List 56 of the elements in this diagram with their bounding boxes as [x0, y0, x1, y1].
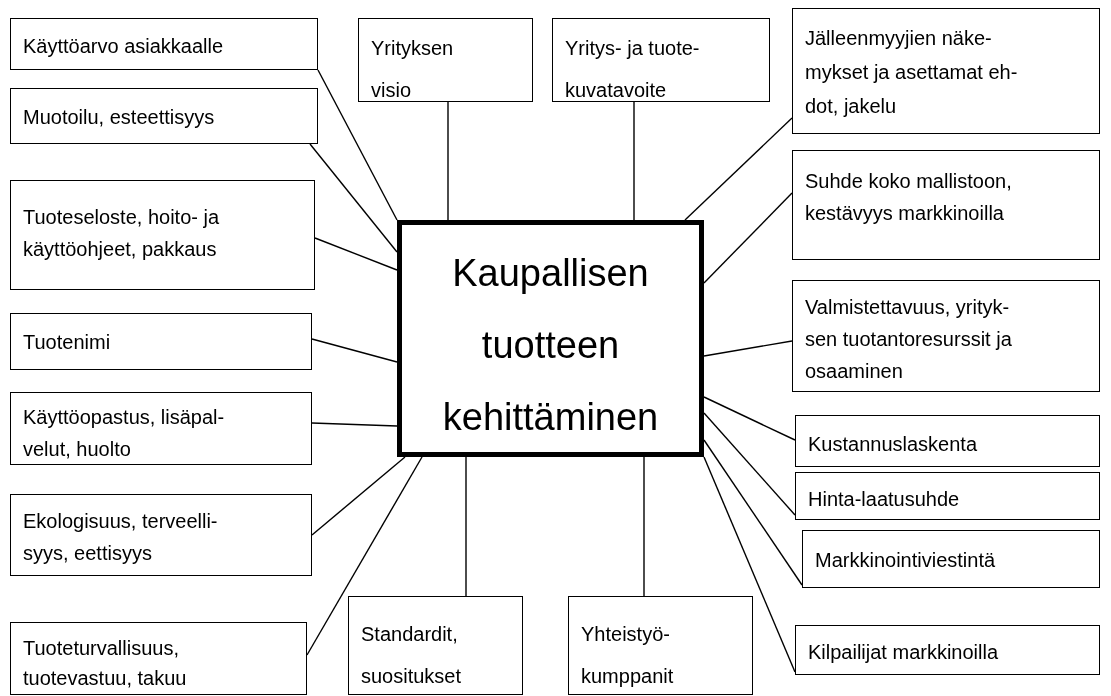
topic-box	[10, 622, 307, 695]
connector-line	[306, 456, 423, 656]
connector-line	[317, 69, 398, 221]
connector-line	[703, 340, 793, 357]
topic-text: Kilpailijat markkinoilla	[808, 640, 999, 665]
topic-text: Hinta-laatusuhde	[808, 487, 960, 512]
connector-line	[703, 439, 803, 586]
topic-box	[792, 150, 1100, 260]
topic-text: Yritys- ja tuote- kuvatavoite	[565, 36, 700, 103]
topic-text: Suhde koko mallistoon, kestävyys markkinoilla	[805, 169, 1012, 226]
central-topic-box	[397, 220, 704, 457]
connector-line	[703, 192, 793, 284]
topic-box	[802, 530, 1100, 588]
connector-line	[311, 456, 406, 536]
topic-text: Yhteistyö- kumppanit	[581, 622, 674, 689]
connector-line	[643, 456, 645, 597]
topic-text: Tuoteturvallisuus, tuotevastuu, takuu	[23, 636, 187, 691]
topic-box	[358, 18, 533, 102]
connector-line	[314, 237, 398, 271]
topic-box	[348, 596, 523, 695]
topic-box	[10, 18, 318, 70]
central-topic-text: Kaupallisen tuotteen kehittäminen	[441, 251, 660, 440]
topic-text: Yrityksen visio	[371, 36, 454, 103]
topic-text: Kustannuslaskenta	[808, 432, 977, 457]
topic-text: Jälleenmyyjien näke- mykset ja asettamat eh- dot, jakelu	[805, 26, 1018, 119]
topic-box	[10, 392, 312, 465]
topic-text: Tuotenimi	[23, 330, 111, 355]
connector-line	[703, 412, 796, 516]
connector-line	[703, 396, 796, 441]
topic-box	[795, 415, 1100, 467]
topic-text: Tuoteseloste, hoito- ja käyttöohjeet, pakkaus	[23, 205, 220, 262]
connector-line	[309, 143, 398, 253]
topic-box	[792, 280, 1100, 392]
connector-line	[311, 338, 398, 363]
connector-line	[684, 117, 793, 221]
topic-box	[795, 472, 1100, 520]
connector-line	[447, 101, 449, 221]
topic-box	[10, 494, 312, 576]
topic-box	[795, 625, 1100, 675]
topic-box	[10, 88, 318, 144]
topic-text: Käyttöopastus, lisäpal- velut, huolto	[23, 405, 225, 462]
topic-text: Muotoilu, esteettisyys	[23, 105, 215, 130]
connector-line	[633, 101, 635, 221]
topic-box	[10, 180, 315, 290]
topic-text: Käyttöarvo asiakkaalle	[23, 34, 224, 59]
connector-line	[311, 422, 398, 427]
connector-line	[465, 456, 467, 597]
topic-text: Markkinointiviestintä	[815, 548, 996, 573]
topic-box	[552, 18, 770, 102]
connector-line	[703, 456, 796, 673]
topic-box	[792, 8, 1100, 134]
topic-box	[10, 313, 312, 370]
topic-text: Ekologisuus, terveelli- syys, eettisyys	[23, 509, 218, 566]
topic-text: Standardit, suositukset	[361, 622, 462, 689]
topic-box	[568, 596, 753, 695]
topic-text: Valmistettavuus, yrityk- sen tuotantoresurssit ja osaaminen	[805, 295, 1012, 384]
